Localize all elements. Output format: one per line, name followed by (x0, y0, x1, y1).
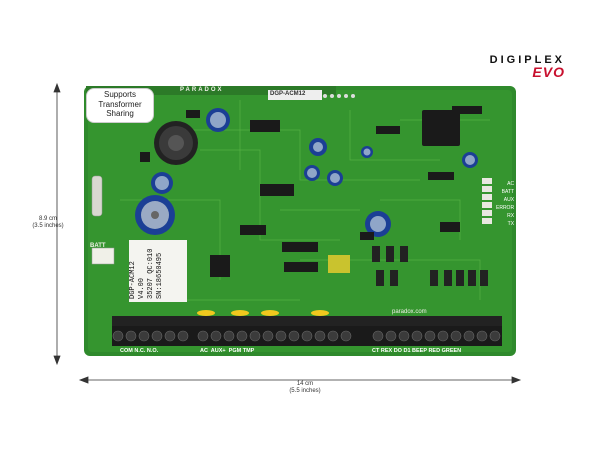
product-label-line3: 35207 QC:010 (147, 248, 155, 299)
led-labels: AC BATT AUX ERROR RX TX (496, 180, 514, 228)
circuit-board (84, 86, 516, 356)
terminal-labels-left: COM N.C. N.O. (120, 348, 159, 354)
product-label-line1: DGP-ACM12 (129, 261, 137, 299)
transformer-sharing-sticker: Supports Transformer Sharing (86, 88, 154, 123)
width-dimension-label: 14 cm (5.5 inches) (270, 381, 340, 395)
brand-silkscreen: PARADOX (180, 87, 224, 93)
sticker-line3: Sharing (106, 109, 134, 118)
led-label-tx: TX (507, 221, 515, 227)
led-label-rx: RX (507, 213, 515, 219)
model-silkscreen: DGP-ACM12 (270, 91, 306, 97)
terminal-labels-right: CT REX DO D1 BEEP RED GREEN (372, 348, 462, 354)
batt-silkscreen: BATT (90, 243, 106, 249)
height-metric: 8.9 cm (38, 216, 57, 222)
website-silkscreen: paradox.com (392, 309, 427, 315)
led-label-error: ERROR (496, 205, 515, 211)
led-label-aux: AUX (503, 197, 515, 203)
sticker-line1: Supports (103, 90, 137, 99)
product-label-line4: SN:18650495 (156, 252, 164, 299)
brand-line1: DIGIPLEX (489, 54, 565, 66)
brand-line2: EVO (532, 64, 565, 80)
led-label-ac: AC (507, 181, 515, 187)
terminal-labels-mid: AC AUX+ PGM TMP (200, 348, 255, 354)
width-imperial: (5.5 inches) (289, 388, 321, 394)
led-label-batt: BATT (501, 189, 515, 195)
width-metric: 14 cm (296, 381, 314, 387)
height-imperial: (3.5 inches) (32, 223, 64, 229)
height-dimension-label: 8.9 cm (3.5 inches) (26, 216, 70, 230)
product-label-line2: V4.00 (138, 277, 146, 299)
product-label: DGP-ACM12 V4.00 35207 QC:010 SN:18650495 (129, 240, 187, 302)
width-dimension-arrow (78, 376, 522, 384)
sticker-line2: Transformer (98, 99, 142, 109)
height-dimension-arrow (53, 82, 61, 366)
digiplex-evo-logo: DIGIPLEX EVO (455, 54, 595, 80)
